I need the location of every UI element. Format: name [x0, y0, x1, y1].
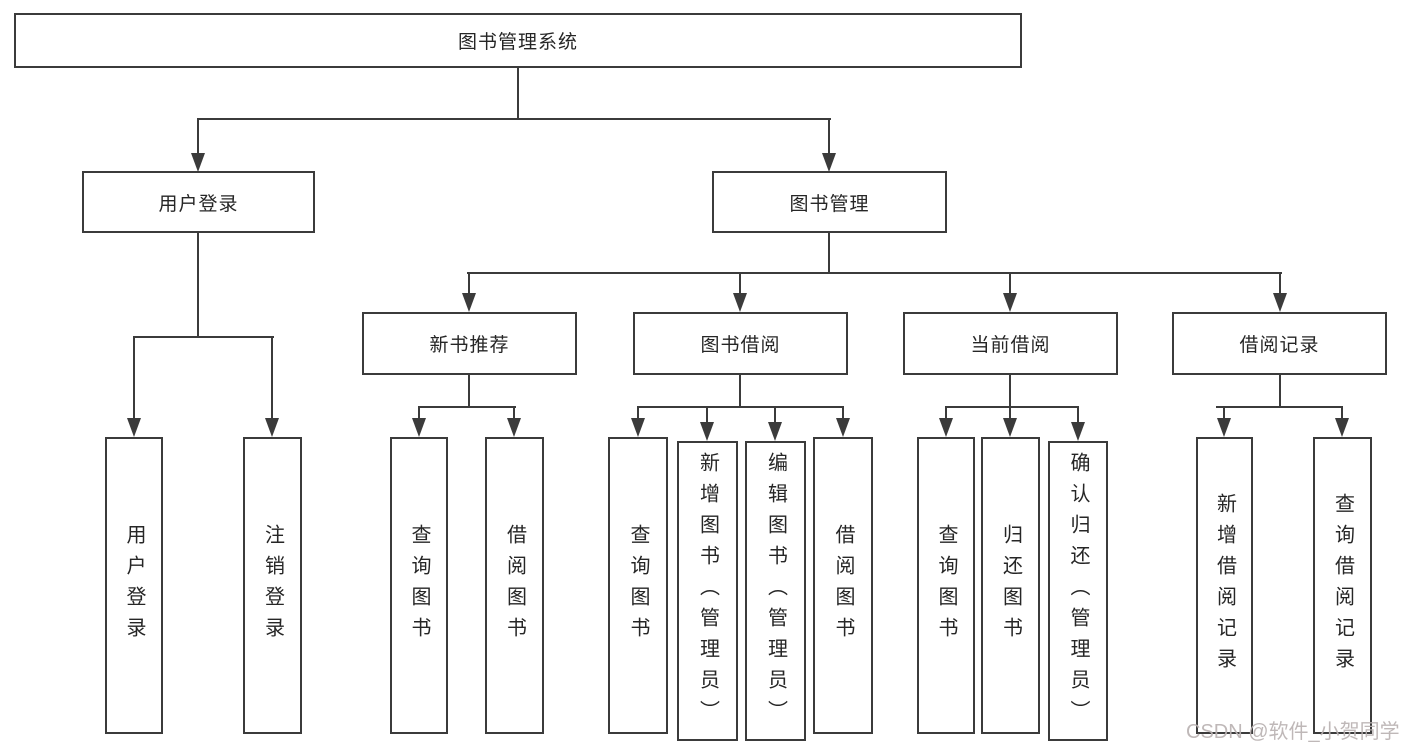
connector-book-borrow-rail — [637, 406, 844, 408]
connector-book-borrow-drop — [739, 375, 741, 408]
arrowhead-book-borrow — [733, 293, 747, 312]
node-new-book-recommend: 新书推荐 — [362, 312, 577, 375]
arrowhead-edit-book-admin — [768, 422, 782, 441]
connector-user-login-drop — [197, 233, 199, 338]
connector-borrow-records-drop — [1279, 375, 1281, 408]
connector-stem-edit-book-admin — [774, 406, 776, 423]
connector-new-book-rail — [418, 406, 516, 408]
node-book-management: 图书管理 — [712, 171, 947, 233]
leaf-query-books-current: 查询图书 — [917, 437, 975, 734]
arrowhead-book-management — [822, 153, 836, 172]
connector-stem-query-books-current — [945, 406, 947, 419]
arrowhead-leaf-logout — [265, 418, 279, 437]
leaf-edit-book-admin: 编辑图书（管理员） — [745, 441, 806, 741]
connector-stem-borrow-books-recommend — [513, 406, 515, 419]
arrowhead-new-book — [462, 293, 476, 312]
connector-book-management-drop — [828, 233, 830, 274]
leaf-borrow-books-borrow: 借阅图书 — [813, 437, 873, 734]
connector-stem-query-books-borrow — [637, 406, 639, 419]
connector-stem-book-borrow — [739, 272, 741, 294]
arrowhead-add-borrow-record — [1217, 418, 1231, 437]
connector-stem-add-book-admin — [706, 406, 708, 423]
arrowhead-query-books-current — [939, 418, 953, 437]
arrowhead-borrow-records — [1273, 293, 1287, 312]
leaf-confirm-return-admin: 确认归还（管理员） — [1048, 441, 1108, 741]
csdn-watermark: CSDN @软件_小贺同学 — [1186, 721, 1400, 743]
connector-stem-borrow-records — [1279, 272, 1281, 294]
leaf-query-books-recommend: 查询图书 — [390, 437, 448, 734]
arrowhead-leaf-user-login — [127, 418, 141, 437]
arrowhead-confirm-return-admin — [1071, 422, 1085, 441]
arrowhead-user-login — [191, 153, 205, 172]
connector-user-login-rail — [133, 336, 274, 338]
connector-stem-new-book — [468, 272, 470, 294]
arrowhead-query-books-borrow — [631, 418, 645, 437]
connector-level1-rail — [197, 118, 831, 120]
connector-stem-confirm-return-admin — [1077, 406, 1079, 423]
leaf-return-book: 归还图书 — [981, 437, 1040, 734]
connector-stem-current-borrow — [1009, 272, 1011, 294]
arrowhead-borrow-books-recommend — [507, 418, 521, 437]
connector-stem-query-books-recommend — [418, 406, 420, 419]
node-book-borrow: 图书借阅 — [633, 312, 848, 375]
arrowhead-borrow-books-borrow — [836, 418, 850, 437]
leaf-add-borrow-record: 新增借阅记录 — [1196, 437, 1253, 734]
leaf-query-borrow-record: 查询借阅记录 — [1313, 437, 1372, 734]
connector-stem-leaf-user-login — [133, 336, 135, 419]
connector-stem-borrow-books-borrow — [842, 406, 844, 419]
connector-level2-rail — [467, 272, 1282, 274]
connector-new-book-drop — [468, 375, 470, 408]
connector-stem-query-borrow-record — [1341, 406, 1343, 419]
arrowhead-current-borrow — [1003, 293, 1017, 312]
connector-root-drop — [517, 68, 519, 120]
connector-borrow-records-rail — [1216, 406, 1342, 408]
node-borrow-records: 借阅记录 — [1172, 312, 1387, 375]
node-root-library-system: 图书管理系统 — [14, 13, 1022, 68]
connector-stem-leaf-logout — [271, 336, 273, 419]
arrowhead-query-borrow-record — [1335, 418, 1349, 437]
connector-current-borrow-rail — [945, 406, 1079, 408]
connector-stem-book-management — [828, 118, 830, 154]
leaf-logout: 注销登录 — [243, 437, 302, 734]
connector-stem-return-book — [1009, 406, 1011, 419]
arrowhead-return-book — [1003, 418, 1017, 437]
leaf-borrow-books-recommend: 借阅图书 — [485, 437, 544, 734]
leaf-query-books-borrow: 查询图书 — [608, 437, 668, 734]
leaf-user-login: 用户登录 — [105, 437, 163, 734]
leaf-add-book-admin: 新增图书（管理员） — [677, 441, 738, 741]
connector-current-borrow-drop — [1009, 375, 1011, 408]
connector-stem-user-login — [197, 118, 199, 154]
node-user-login: 用户登录 — [82, 171, 315, 233]
arrowhead-query-books-recommend — [412, 418, 426, 437]
connector-stem-add-borrow-record — [1223, 406, 1225, 419]
node-current-borrow: 当前借阅 — [903, 312, 1118, 375]
arrowhead-add-book-admin — [700, 422, 714, 441]
